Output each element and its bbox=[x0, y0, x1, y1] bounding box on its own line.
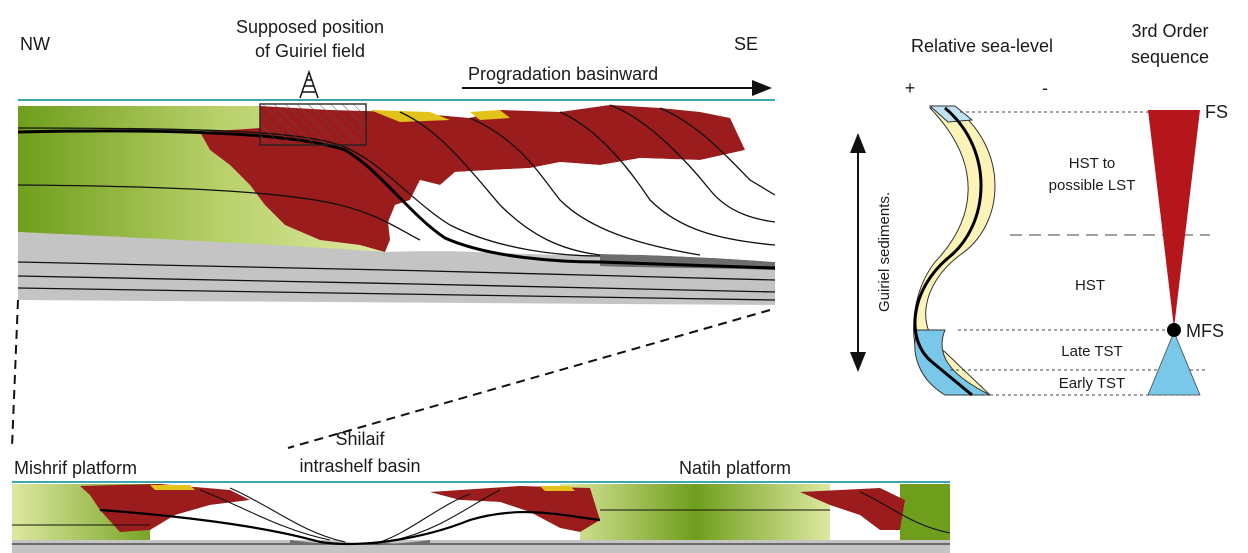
fs-label: FS bbox=[1205, 102, 1228, 122]
platform-green-body bbox=[18, 106, 385, 252]
grainstone-yellow-1 bbox=[370, 110, 450, 122]
regional-boundary-bold bbox=[99, 508, 601, 546]
regional-section: Mishrif platform Shilaif intrashelf basi… bbox=[12, 429, 951, 553]
sea-level-curve bbox=[913, 106, 983, 397]
tract-hst-lst-line1: HST to bbox=[1069, 155, 1115, 172]
tract-hst-lst-line2: possible LST bbox=[1049, 177, 1136, 194]
sea-level-panel: Relative sea-level + - Guiriel sediments… bbox=[850, 36, 1210, 397]
regional-grey-base bbox=[12, 540, 950, 553]
guiriel-field-box bbox=[259, 103, 367, 146]
tract-hst: HST bbox=[1075, 277, 1105, 294]
zoom-connector-left bbox=[11, 299, 19, 448]
natih-platform-fill bbox=[560, 484, 830, 540]
guiriel-axis-label: Guiriel sediments. bbox=[876, 192, 893, 312]
grainstone-yellow-2 bbox=[470, 110, 510, 120]
regional-reef-center bbox=[430, 486, 600, 532]
upper-cross-section: NW SE Supposed position of Guiriel field… bbox=[17, 17, 776, 305]
regional-reef-right bbox=[800, 488, 905, 530]
field-label-line1: Supposed position bbox=[236, 17, 384, 37]
regional-clinoforms bbox=[12, 487, 951, 545]
clinoform-lines bbox=[17, 104, 776, 301]
basin-grey-layer bbox=[18, 232, 775, 305]
regional-grainstone-2 bbox=[540, 486, 575, 491]
regressive-triangle bbox=[1148, 110, 1200, 328]
mishrif-label: Mishrif platform bbox=[14, 458, 137, 478]
plus-label: + bbox=[905, 78, 916, 98]
transgressive-triangle bbox=[1147, 330, 1201, 396]
se-label: SE bbox=[734, 34, 758, 54]
basin-label-line1: Shilaif bbox=[335, 429, 385, 449]
sequence-title-line2: sequence bbox=[1131, 47, 1209, 67]
slope-white-body bbox=[385, 150, 775, 262]
minus-label: - bbox=[1042, 78, 1048, 98]
sequence-boundary-bold bbox=[17, 129, 776, 270]
regional-grainstone-1 bbox=[150, 485, 195, 490]
well-derrick-icon bbox=[299, 69, 319, 99]
sea-level-title: Relative sea-level bbox=[911, 36, 1053, 56]
sequence-panel: 3rd Order sequence FS MFS bbox=[1131, 21, 1228, 396]
field-label-line2: of Guiriel field bbox=[255, 41, 365, 61]
basin-label-line2: intrashelf basin bbox=[299, 456, 420, 476]
regional-basin-white bbox=[150, 500, 580, 545]
tract-early-tst: Early TST bbox=[1059, 375, 1125, 392]
zoom-connector-right bbox=[287, 309, 771, 449]
nw-label: NW bbox=[20, 34, 50, 54]
tract-late-tst: Late TST bbox=[1061, 343, 1122, 360]
sequence-title-line1: 3rd Order bbox=[1131, 21, 1208, 41]
natih-label: Natih platform bbox=[679, 458, 791, 478]
progradation-label: Progradation basinward bbox=[468, 64, 658, 84]
regional-reef-left bbox=[80, 484, 250, 532]
mfs-marker bbox=[1167, 323, 1181, 337]
mfs-label: MFS bbox=[1186, 321, 1224, 341]
